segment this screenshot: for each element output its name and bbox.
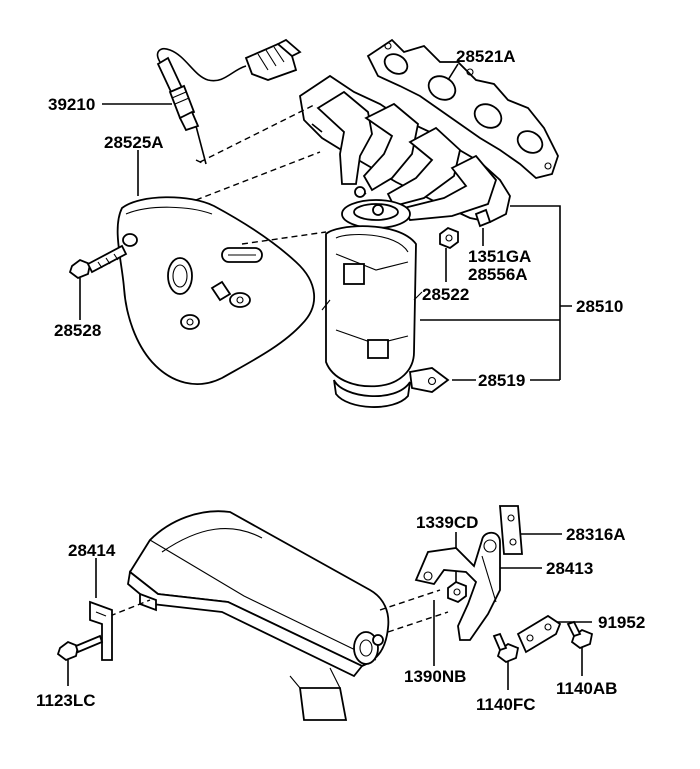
catalytic-converter [321, 225, 450, 408]
label-91952: 91952 [598, 613, 645, 632]
label-1140FC: 1140FC [476, 695, 536, 714]
label-28519: 28519 [478, 371, 525, 390]
nut-1339CD [447, 580, 467, 604]
gasket-28521A [366, 38, 559, 179]
label-39210: 39210 [48, 95, 95, 114]
engine-block [127, 510, 390, 721]
label-1123LC: 1123LC [36, 691, 96, 710]
label-28510: 28510 [576, 297, 623, 316]
bracket-91952 [516, 614, 562, 654]
label-1140AB: 1140AB [556, 679, 617, 698]
label-1351GA: 1351GA [468, 247, 531, 266]
nut-28522 [439, 226, 459, 250]
plate-28316A [499, 505, 523, 555]
label-28413: 28413 [546, 559, 593, 578]
leader-lines-upper [79, 63, 572, 381]
label-28525A: 28525A [104, 133, 164, 152]
label-28521A: 28521A [456, 47, 516, 66]
part-labels: 39210 28525A 28521A 1351GA 28556A 28522 … [36, 47, 645, 714]
label-28316A: 28316A [566, 525, 626, 544]
exhaust-manifold-28510 [299, 74, 511, 229]
bolt-28528 [68, 244, 128, 280]
label-28528: 28528 [54, 321, 101, 340]
bolt-1140FC [492, 632, 520, 664]
bracket-28413 [414, 531, 501, 641]
label-28414: 28414 [68, 541, 116, 560]
bracket-28414 [89, 600, 113, 661]
bolt-1123LC [56, 634, 104, 662]
label-1390NB: 1390NB [404, 667, 466, 686]
label-28522: 28522 [422, 285, 469, 304]
label-1339CD: 1339CD [416, 513, 478, 532]
heat-shield-28525A [116, 196, 316, 385]
oxygen-sensor-39210 [156, 38, 302, 132]
bolt-1140AB [566, 620, 594, 650]
stud-1351GA [474, 208, 492, 228]
label-28556A: 28556A [468, 265, 528, 284]
